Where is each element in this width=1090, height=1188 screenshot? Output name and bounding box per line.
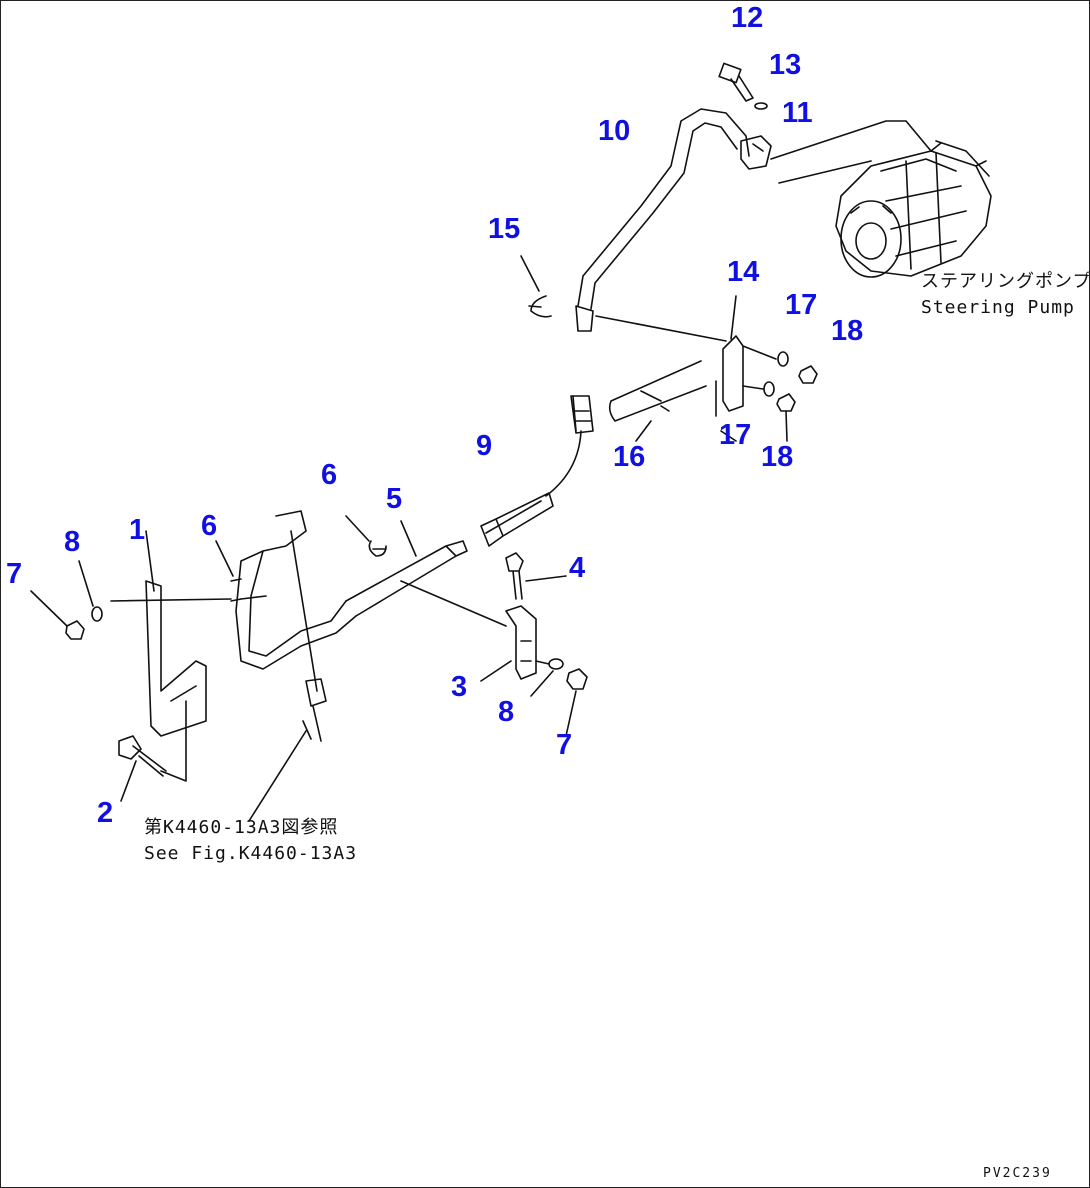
reference-label-en: See Fig.K4460-13A3 — [144, 843, 358, 864]
tube-1-loop — [248, 510, 347, 657]
clamp-15 — [528, 295, 552, 318]
reference-label-jp: 第K4460-13A3図参照 — [144, 817, 339, 838]
steering-pump — [835, 140, 992, 278]
bolt-12 — [718, 62, 754, 102]
callout-11: 11 — [782, 97, 813, 129]
pump-leader — [770, 120, 932, 184]
callout-17a: 17 — [785, 289, 818, 321]
bolt-4 — [505, 552, 567, 600]
tube-5 — [345, 540, 468, 617]
pump-label-en: Steering Pump — [921, 297, 1075, 318]
callout-10: 10 — [598, 115, 631, 147]
drawing-code: PV2C239 — [983, 1166, 1052, 1181]
nut-18a — [798, 365, 818, 384]
callout-2: 2 — [97, 797, 114, 829]
bracket-1 — [145, 580, 207, 737]
callout-14: 14 — [727, 256, 760, 288]
bolt-2 — [118, 735, 167, 777]
washer-17a — [777, 351, 789, 367]
hose-9 — [485, 395, 582, 534]
callout-8b: 8 — [498, 696, 515, 728]
callout-7a: 7 — [6, 558, 23, 590]
callout-13: 13 — [769, 49, 802, 81]
callout-4: 4 — [569, 552, 586, 584]
washer-17b — [763, 381, 775, 397]
bracket-14 — [722, 335, 744, 412]
pump-label-jp: ステアリングポンプ — [921, 271, 1090, 292]
fitting-11 — [740, 135, 772, 170]
clamp-6a — [368, 540, 387, 557]
callout-12: 12 — [731, 2, 764, 34]
callout-8a: 8 — [64, 526, 81, 558]
callout-3: 3 — [451, 671, 468, 703]
callout-18b: 18 — [761, 441, 794, 473]
callout-7b: 7 — [556, 729, 573, 761]
washer-8b — [548, 658, 564, 670]
washer-13 — [754, 102, 768, 110]
callout-6b: 6 — [201, 510, 218, 542]
tube-10 — [577, 108, 750, 307]
callout-17b: 17 — [719, 419, 752, 451]
washer-8a — [91, 606, 103, 622]
bracket-3 — [505, 605, 537, 680]
callout-1: 1 — [129, 514, 146, 546]
nut-18b — [776, 393, 796, 412]
callout-18a: 18 — [831, 315, 864, 347]
callout-16: 16 — [613, 441, 646, 473]
nut-7b — [566, 668, 588, 690]
nut-7a — [65, 620, 85, 640]
callout-5: 5 — [386, 483, 403, 515]
callout-15: 15 — [488, 213, 521, 245]
callout-9: 9 — [476, 430, 493, 462]
connector-ref — [290, 530, 327, 742]
callout-6a: 6 — [321, 459, 338, 491]
pipe-16 — [608, 360, 707, 422]
